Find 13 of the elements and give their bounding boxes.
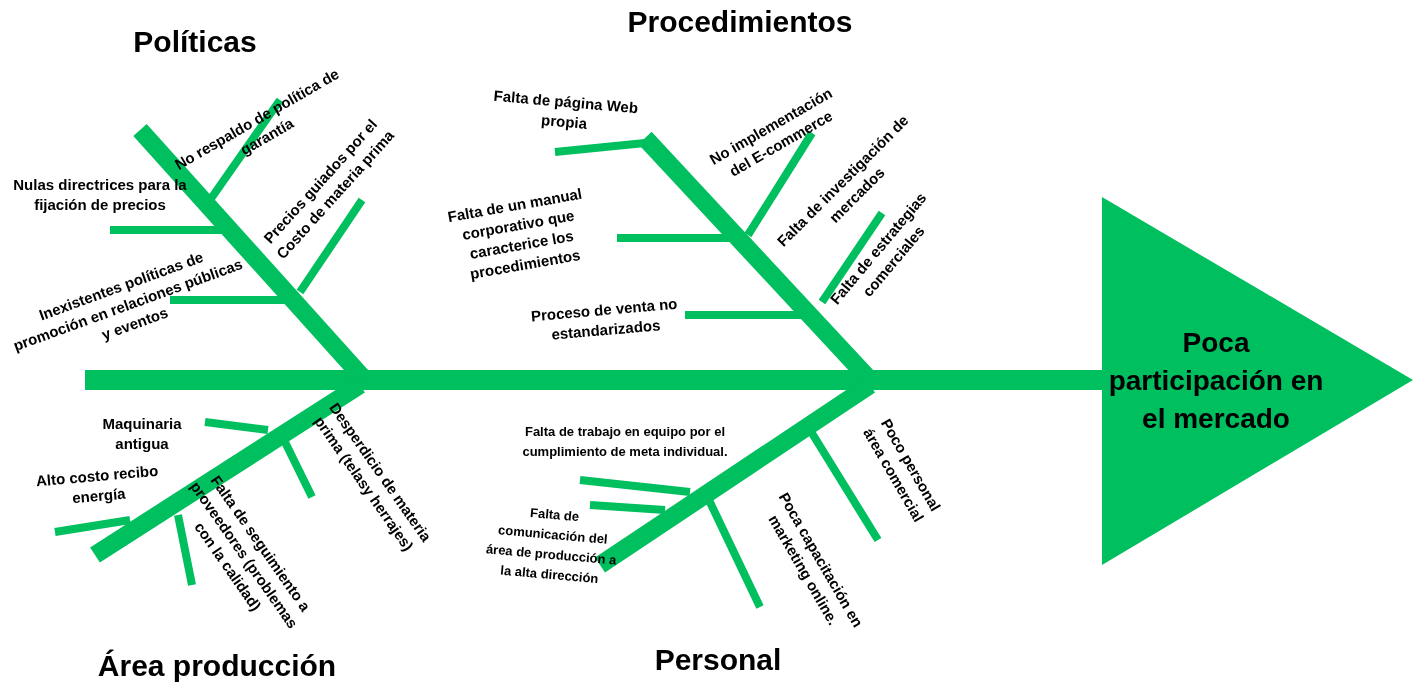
category-title: Políticas: [132, 24, 258, 60]
cause-label: Falta de página Web propia: [492, 85, 640, 134]
cause-label: Maquinaria antigua: [101, 414, 183, 454]
cause-label: Falta de comunicación del área de producción a la alta dirección: [484, 504, 618, 589]
cause-label: Alto costo recibo energía: [34, 460, 160, 509]
category-title: Procedimientos: [626, 4, 854, 40]
category-title: Área producción: [96, 648, 338, 684]
effect-triangle: [1102, 197, 1413, 565]
effect-label: Poca participación en el mercado: [1107, 326, 1325, 436]
cause-label: Nulas directrices para la fijación de precios: [12, 175, 188, 215]
cause-label: Proceso de venta no estandarizados: [529, 293, 679, 345]
category-title: Personal: [653, 642, 783, 678]
cause-label: Falta de trabajo en equipo por el cumplimiento de meta individual.: [521, 423, 729, 461]
